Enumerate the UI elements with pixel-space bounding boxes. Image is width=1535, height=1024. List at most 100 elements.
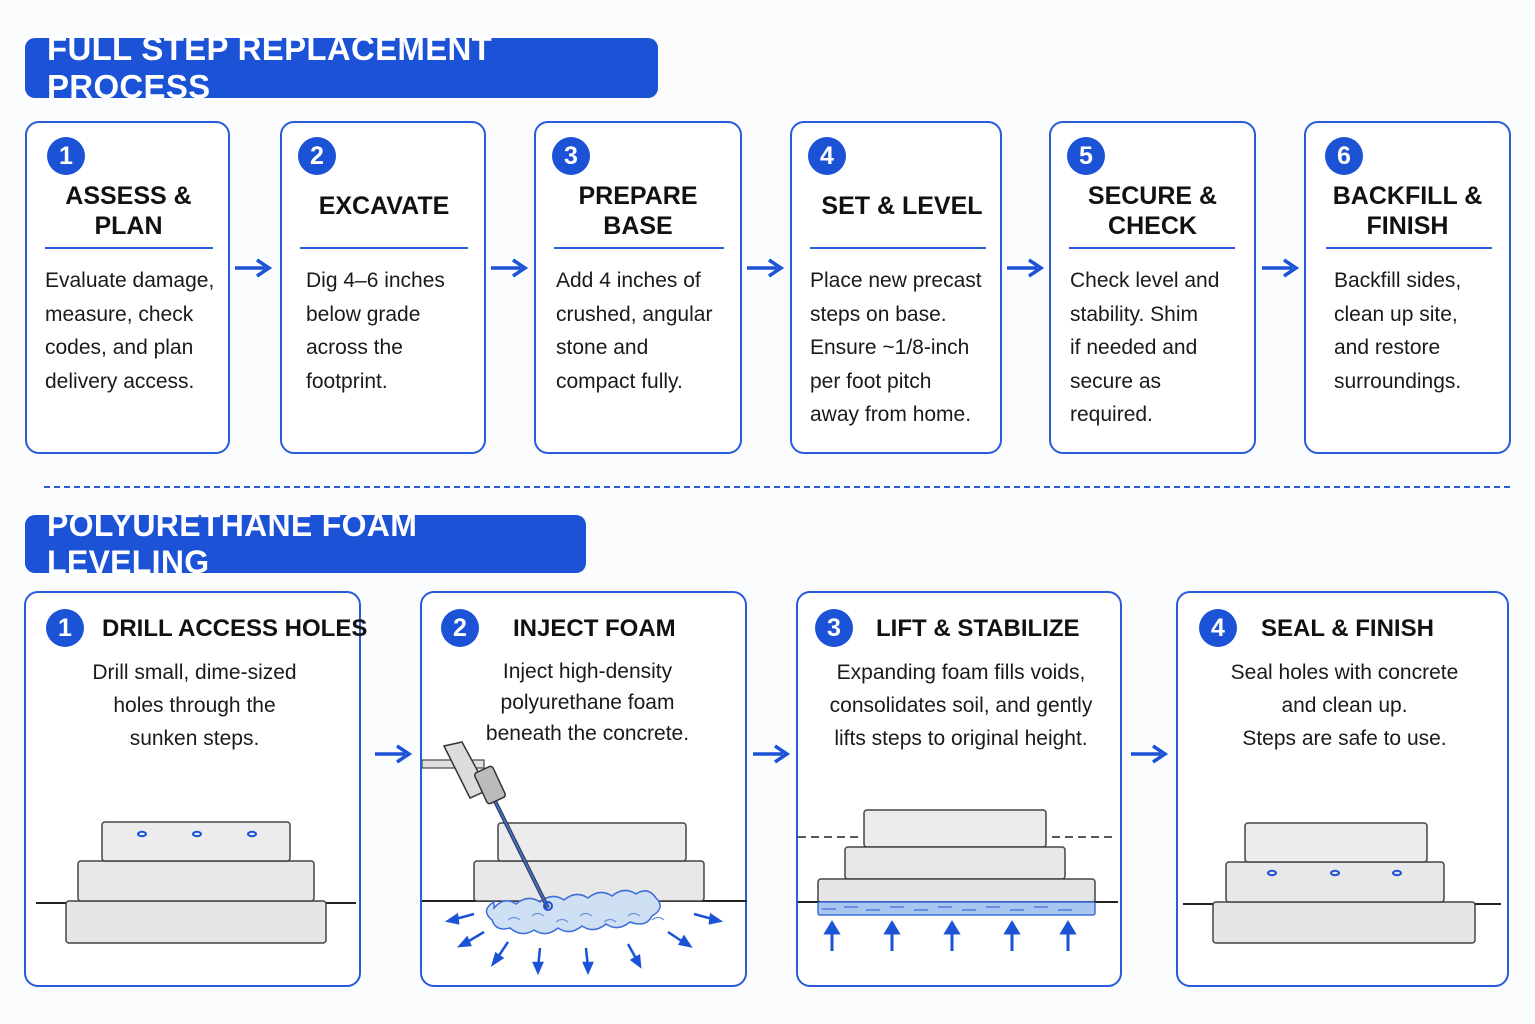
desc-line: Backfill sides,: [1334, 269, 1462, 292]
arrow-right-icon: [1262, 258, 1300, 278]
desc-line: across the: [306, 336, 403, 359]
step-title: INJECT FOAM: [513, 615, 676, 642]
step-number-badge: 5: [1067, 137, 1105, 175]
step-title: BACKFILL & FINISH: [1306, 181, 1509, 241]
section-divider: [44, 486, 1510, 488]
arrow-right-icon: [753, 744, 791, 764]
step-title: ASSESS & PLAN: [27, 181, 230, 241]
step-title-line: FINISH: [1366, 212, 1449, 240]
desc-line: compact fully.: [556, 369, 683, 393]
arrow-right-icon: [375, 744, 413, 764]
title-underline: [1069, 247, 1235, 249]
title-underline: [810, 247, 986, 249]
step-title: SECURE & CHECK: [1051, 181, 1254, 241]
step-title-line: PLAN: [94, 212, 163, 240]
desc-line: secure as: [1070, 369, 1162, 393]
step-title-line: SECURE &: [1087, 182, 1218, 210]
full-step-card: 5 SECURE & CHECK Check level and stabili…: [1049, 121, 1256, 454]
step-description: Inject high-density polyurethane foam be…: [422, 656, 753, 749]
desc-line: crushed, angular: [556, 302, 713, 326]
step-number-badge: 4: [808, 137, 846, 175]
section-title: FULL STEP REPLACEMENT PROCESS: [47, 30, 493, 105]
arrow-right-icon: [747, 258, 785, 278]
arrow-right-icon: [491, 258, 529, 278]
desc-line: lifts steps to original height.: [834, 727, 1088, 750]
full-step-card: 6 BACKFILL & FINISH Backfill sides, clea…: [1304, 121, 1511, 454]
desc-line: Add 4 inches of: [556, 269, 701, 292]
drilled-steps-illustration: [36, 821, 356, 944]
step-title-line: EXCAVATE: [318, 192, 450, 220]
step-title: SEAL & FINISH: [1261, 615, 1434, 642]
desc-line: codes, and plan: [45, 336, 194, 359]
step-title: EXCAVATE: [282, 191, 486, 221]
title-underline: [45, 247, 213, 249]
arrow-right-icon: [1131, 744, 1169, 764]
full-step-card: 3 PREPARE BASE Add 4 inches of crushed, …: [534, 121, 742, 454]
step-description: Check level and stability. Shim if neede…: [1070, 264, 1219, 432]
step-description: Add 4 inches of crushed, angular stone a…: [556, 264, 712, 398]
desc-line: Steps are safe to use.: [1242, 727, 1447, 750]
step-title-line: PREPARE: [578, 182, 698, 210]
step-description: Place new precast steps on base. Ensure …: [810, 264, 982, 432]
desc-line: consolidates soil, and gently: [829, 694, 1093, 717]
desc-line: per foot pitch: [810, 369, 932, 393]
step-description: Dig 4–6 inches below grade across the fo…: [306, 264, 445, 398]
step-title: SET & LEVEL: [792, 191, 1012, 221]
foam-step-card: 3 LIFT & STABILIZE Expanding foam fills …: [796, 591, 1122, 987]
desc-line: Ensure ~1/8-inch: [810, 336, 970, 359]
foam-step-card: 1 DRILL ACCESS HOLES Drill small, dime-s…: [24, 591, 367, 987]
title-underline: [554, 247, 724, 249]
step-description: Drill small, dime-sized holes through th…: [26, 656, 363, 755]
section-banner-foam-leveling: POLYURETHANE FOAM LEVELING: [25, 507, 586, 580]
arrow-right-icon: [1007, 258, 1045, 278]
step-title: PREPARE BASE: [536, 181, 740, 241]
step-number-badge: 6: [1325, 137, 1363, 175]
foam-injection-illustration: [422, 741, 747, 976]
step-title: DRILL ACCESS HOLES: [102, 615, 368, 642]
desc-line: Drill small, dime-sized: [92, 661, 297, 684]
desc-line: away from home.: [810, 403, 972, 426]
step-title-line: CHECK: [1108, 212, 1197, 240]
desc-line: stone and: [556, 336, 649, 359]
desc-line: polyurethane foam: [500, 691, 675, 714]
desc-line: clean up site,: [1334, 302, 1458, 326]
desc-line: stability. Shim: [1070, 302, 1198, 326]
desc-line: Check level and: [1070, 269, 1220, 292]
step-number-badge: 3: [552, 137, 590, 175]
arrow-right-icon: [235, 258, 273, 278]
desc-line: delivery access.: [45, 369, 195, 393]
step-title-line: SET & LEVEL: [821, 192, 983, 220]
desc-line: surroundings.: [1334, 369, 1462, 393]
step-number-badge: 2: [298, 137, 336, 175]
desc-line: Evaluate damage,: [45, 269, 215, 292]
sealed-steps-illustration: [1183, 822, 1501, 944]
desc-line: and restore: [1334, 336, 1441, 359]
step-number-badge: 1: [47, 137, 85, 175]
desc-line: Place new precast: [810, 269, 982, 292]
desc-line: holes through the: [113, 694, 276, 717]
desc-line: Dig 4–6 inches: [306, 269, 445, 292]
section-title: POLYURETHANE FOAM LEVELING: [47, 507, 418, 580]
step-number-badge: 3: [815, 609, 853, 647]
desc-line: measure, check: [45, 302, 194, 326]
desc-line: Inject high-density: [502, 660, 673, 683]
desc-line: steps on base.: [810, 302, 947, 326]
desc-line: Expanding foam fills voids,: [836, 661, 1086, 684]
desc-line: if needed and: [1070, 336, 1198, 359]
step-description: Expanding foam fills voids, consolidates…: [798, 656, 1124, 755]
step-title-line: BACKFILL &: [1332, 182, 1483, 210]
desc-line: beneath the concrete.: [485, 722, 690, 745]
step-title-line: BASE: [603, 212, 673, 240]
step-number-badge: 4: [1199, 609, 1237, 647]
step-number-badge: 1: [46, 609, 84, 647]
desc-line: and clean up.: [1281, 694, 1408, 717]
step-title-line: ASSESS &: [65, 182, 192, 210]
step-description: Evaluate damage, measure, check codes, a…: [45, 264, 214, 398]
desc-line: required.: [1070, 403, 1153, 426]
desc-line: below grade: [306, 302, 421, 326]
step-number-badge: 2: [441, 609, 479, 647]
foam-step-card: 4 SEAL & FINISH Seal holes with concrete…: [1176, 591, 1509, 987]
full-step-card: 4 SET & LEVEL Place new precast steps on…: [790, 121, 1002, 454]
lifted-steps-illustration: [798, 809, 1118, 951]
section-banner-full-replacement: FULL STEP REPLACEMENT PROCESS: [25, 30, 658, 105]
